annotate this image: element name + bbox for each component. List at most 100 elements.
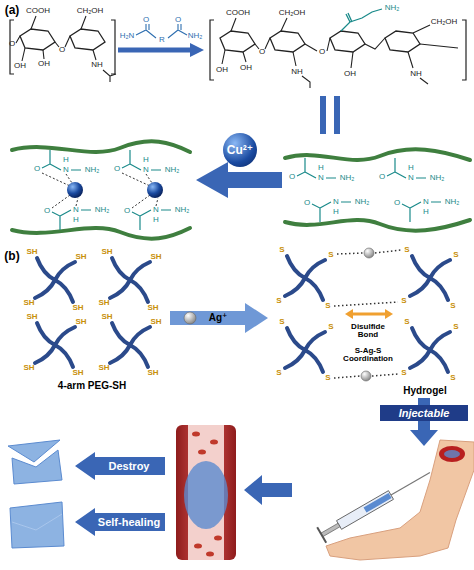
text-label: S — [279, 318, 284, 326]
text-label: H₂N — [120, 32, 135, 40]
text-label: OH — [38, 60, 50, 68]
blood-cell — [206, 552, 214, 557]
blood-cell — [198, 450, 206, 455]
text-label: NH₂ — [430, 174, 445, 182]
text-label: S — [279, 246, 284, 254]
gel-fragment — [12, 450, 62, 484]
double-arrow — [351, 313, 387, 316]
text-label: SH — [23, 364, 34, 372]
leg — [326, 440, 474, 560]
text-label: H — [153, 216, 159, 224]
text-label: O — [259, 48, 265, 56]
block-arrow — [196, 162, 282, 198]
text-label: S-Ag-S Coordination — [335, 347, 401, 364]
arrow-box: Self-healing — [75, 508, 165, 536]
ion-circle: Cu²⁺ — [223, 133, 257, 167]
transition-bar — [334, 96, 340, 134]
transition-bar — [320, 96, 326, 134]
blood-cell — [210, 440, 218, 445]
text-label: O — [59, 46, 65, 54]
syringe-needle — [391, 473, 430, 496]
peg-star — [35, 323, 75, 367]
text-label: NH₂ — [85, 166, 100, 174]
text-label: SH — [147, 304, 158, 312]
text-label: O — [175, 16, 181, 24]
text-label: SH — [75, 253, 86, 261]
text-label: SH — [26, 313, 37, 321]
text-label: NH — [91, 61, 103, 69]
text-label: O — [304, 199, 310, 207]
hydrazide-bond — [341, 9, 382, 31]
syringe — [317, 465, 434, 543]
chemical-bond — [222, 18, 458, 88]
text-label: O — [44, 207, 50, 215]
peg-star — [410, 328, 450, 372]
text-label: NH — [410, 70, 422, 78]
text-label: SH — [101, 248, 112, 256]
text-label: S — [401, 297, 406, 305]
step-box: Injectable — [380, 405, 468, 421]
text-label: NH₂ — [340, 174, 355, 182]
text-label: SH — [147, 369, 158, 377]
text-label: (b) — [4, 250, 19, 263]
text-label: N — [408, 174, 414, 182]
peg-star — [285, 328, 325, 372]
arrow-box: Destroy — [75, 452, 165, 480]
text-label: N — [333, 198, 339, 206]
text-label: O — [394, 199, 400, 207]
text-label: N — [318, 174, 324, 182]
copper-ion — [147, 182, 163, 198]
text-label: H — [423, 208, 429, 216]
text-label: S — [404, 318, 409, 326]
text-label: N — [153, 206, 159, 214]
wound — [439, 446, 465, 462]
text-label: S — [276, 297, 281, 305]
block-arrow — [170, 303, 268, 333]
text-label: 4-arm PEG-SH — [58, 381, 126, 392]
polymer-chain — [12, 141, 190, 152]
text-label: CH₂OH — [431, 18, 458, 26]
reaction-arrow — [118, 48, 192, 53]
peg-star — [110, 258, 150, 302]
arrow-head — [385, 309, 393, 319]
syringe-gel — [364, 493, 392, 513]
healed-gel — [10, 502, 64, 548]
text-label: SH — [101, 313, 112, 321]
text-label: S — [450, 302, 455, 310]
text-label: OH — [344, 70, 356, 78]
node-text: Self-healing — [98, 517, 160, 528]
peg-star — [285, 256, 325, 300]
text-label: N — [423, 198, 429, 206]
text-label: O — [143, 16, 149, 24]
text-label: NH₂ — [165, 166, 180, 174]
silver-ion — [364, 248, 374, 258]
text-label: S — [404, 246, 409, 254]
text-label: O — [9, 40, 15, 48]
text-label: H — [63, 156, 69, 164]
text-label: O — [114, 165, 120, 173]
text-label: S — [453, 323, 458, 331]
text-label: OH — [240, 64, 252, 72]
text-label: NH₂ — [385, 4, 400, 12]
text-label: O — [289, 173, 295, 181]
text-label: Disulfide Bond — [341, 323, 395, 340]
text-label: SH — [98, 364, 109, 372]
hydrazide-bond — [297, 158, 441, 222]
text-label: S — [328, 251, 333, 259]
text-label: H — [143, 156, 149, 164]
vessel-wall — [176, 425, 236, 560]
text-label: NH — [291, 68, 303, 76]
text-label: SH — [72, 369, 83, 377]
text-label: H — [333, 208, 339, 216]
text-label: H — [73, 216, 79, 224]
node-text: Injectable — [399, 408, 450, 419]
text-label: (a) — [5, 4, 20, 17]
coordination-bond — [42, 173, 158, 208]
polymer-chain — [12, 228, 190, 239]
polymer-bracket — [10, 20, 115, 74]
text-label: Hydrogel — [403, 386, 446, 397]
chemical-bond — [16, 16, 116, 82]
